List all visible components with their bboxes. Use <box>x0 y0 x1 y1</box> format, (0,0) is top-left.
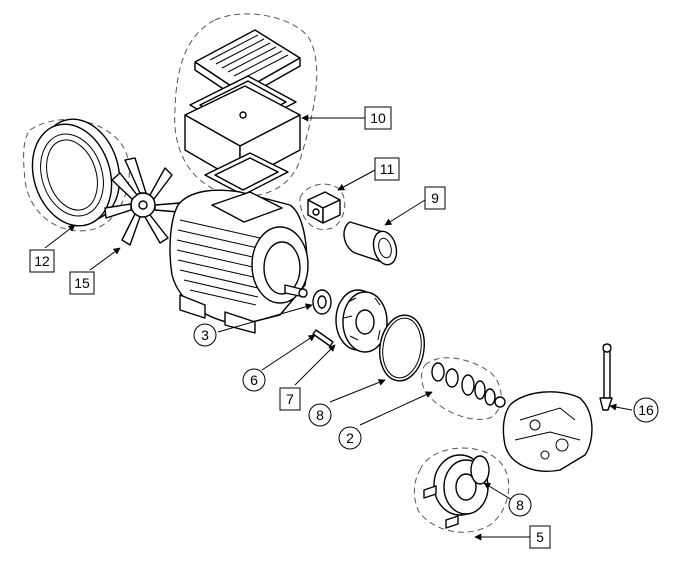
o-ring-small <box>470 455 490 485</box>
svg-text:6: 6 <box>250 372 258 388</box>
svg-text:2: 2 <box>346 430 354 446</box>
callout-5: 5 <box>529 525 551 549</box>
svg-text:5: 5 <box>536 529 544 545</box>
callout-6: 6 <box>242 368 266 392</box>
leader-lines <box>44 114 633 541</box>
terminal-box-assembly <box>174 13 318 197</box>
svg-text:16: 16 <box>638 402 654 418</box>
callout-10: 10 <box>364 106 392 130</box>
o-ring-large <box>379 314 425 382</box>
svg-text:15: 15 <box>74 275 90 291</box>
svg-text:8: 8 <box>516 497 524 513</box>
callout-3: 3 <box>193 323 217 347</box>
callout-9: 9 <box>424 186 446 210</box>
callout-8-flange: 8 <box>508 493 532 517</box>
fan-cover <box>23 118 130 232</box>
svg-text:12: 12 <box>34 253 50 269</box>
pump-housing <box>502 391 593 472</box>
callout-16: 16 <box>633 397 659 423</box>
callout-12: 12 <box>29 249 55 273</box>
shaft-key <box>312 329 334 347</box>
callout-7: 7 <box>279 387 301 411</box>
capacitor <box>343 221 398 266</box>
callout-8: 8 <box>308 403 332 427</box>
callout-2: 2 <box>338 426 362 450</box>
cable-connector <box>299 183 346 230</box>
cooling-fan <box>104 157 181 246</box>
seal-ring <box>312 289 332 315</box>
motor-body <box>169 189 309 334</box>
callout-11: 11 <box>374 157 400 181</box>
svg-text:10: 10 <box>370 110 386 126</box>
level-indicator <box>599 343 613 411</box>
flange-assembly <box>413 447 510 533</box>
svg-text:8: 8 <box>316 407 324 423</box>
mechanical-seal-set <box>421 357 506 420</box>
callout-15: 15 <box>69 271 95 295</box>
pump-rotor <box>335 289 388 353</box>
svg-text:7: 7 <box>286 391 294 407</box>
svg-text:3: 3 <box>201 327 209 343</box>
svg-text:9: 9 <box>431 190 439 206</box>
svg-text:11: 11 <box>380 161 395 177</box>
